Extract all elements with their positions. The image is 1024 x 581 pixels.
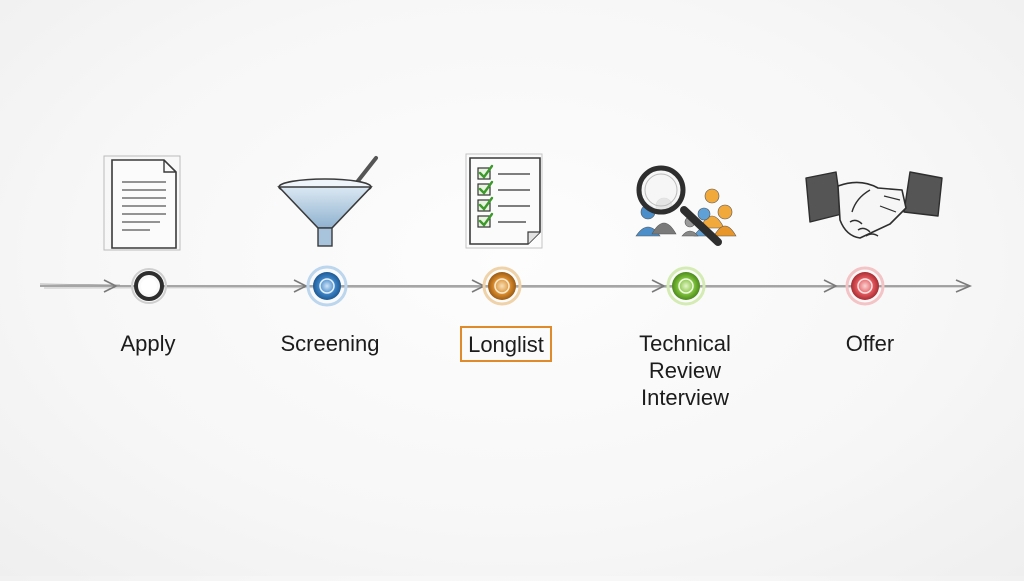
stage-label-offer: Offer (845, 331, 895, 356)
document-icon (103, 155, 181, 251)
checklist-icon (465, 153, 543, 249)
node-offer (845, 266, 885, 306)
magnifier-people-icon (635, 165, 737, 246)
arrowhead-5 (823, 279, 838, 293)
arrowhead-4 (651, 279, 666, 293)
arrowhead-1 (103, 279, 118, 293)
node-technical (666, 266, 706, 306)
handshake-icon (805, 171, 943, 239)
node-apply (131, 268, 167, 304)
stage-label-longlist: Longlist (460, 326, 552, 362)
stage-label-line: Review (648, 358, 722, 383)
arrowhead-2 (293, 279, 308, 293)
node-longlist (482, 266, 522, 306)
funnel-icon (277, 156, 378, 247)
stage-label-screening: Screening (280, 331, 380, 356)
arrowhead-end (955, 279, 973, 293)
stage-label-apply: Apply (120, 331, 176, 356)
stage-label-line: Technical (639, 331, 731, 356)
stage-label-technical-review-interview: Technical Review Interview (615, 330, 755, 411)
stage-label-line: Interview (640, 385, 730, 410)
node-screening (306, 265, 348, 307)
